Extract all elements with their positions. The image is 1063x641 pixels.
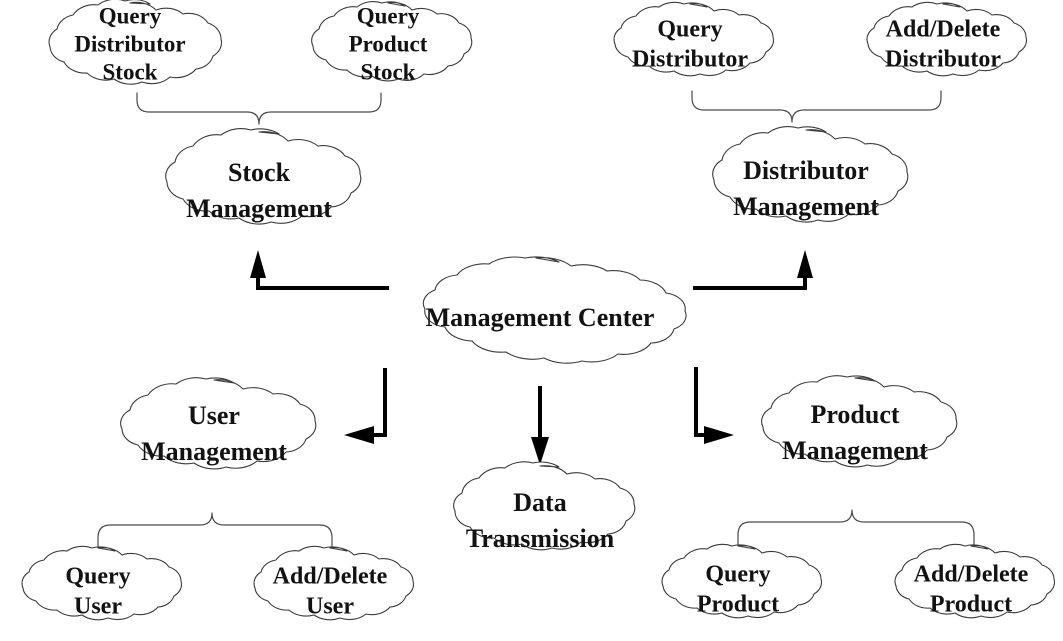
node-user-management[interactable]: User Management xyxy=(120,377,317,470)
brace-distributor-children xyxy=(691,90,942,123)
node-query-distributor[interactable]: Query Distributor xyxy=(613,1,775,77)
arrow-center-to-stock xyxy=(250,250,389,290)
node-label: Stock xyxy=(228,158,291,187)
node-label: Product xyxy=(349,31,428,56)
node-label: Management xyxy=(141,437,287,466)
node-label: Stock xyxy=(103,59,158,84)
arrow-center-to-user xyxy=(344,368,387,444)
node-data-transmission[interactable]: Data Transmission xyxy=(453,461,636,553)
node-product-management[interactable]: Product Management xyxy=(761,375,958,468)
node-label: User xyxy=(188,401,240,430)
arrow-center-to-distributor xyxy=(693,250,813,290)
node-label: Management xyxy=(733,192,879,221)
node-label: Product xyxy=(697,592,779,618)
node-query-user[interactable]: Query User xyxy=(21,545,183,621)
node-label: Query xyxy=(99,3,162,28)
node-label: Transmission xyxy=(466,524,615,553)
node-label: Management xyxy=(186,194,332,223)
arrow-center-to-data xyxy=(531,386,549,465)
node-label: Stock xyxy=(361,59,416,84)
node-query-distributor-stock[interactable]: Query Distributor Stock xyxy=(48,0,223,85)
node-label: Product xyxy=(930,592,1012,618)
node-label: Management xyxy=(782,436,928,465)
node-label: Query xyxy=(657,17,722,43)
node-management-center[interactable]: Management Center xyxy=(422,256,687,364)
node-label: Distributor xyxy=(885,47,1001,73)
arrow-center-to-product xyxy=(694,367,734,444)
node-label: Distributor xyxy=(743,156,869,185)
node-query-product[interactable]: Query Product xyxy=(661,543,823,619)
brace-product-children xyxy=(737,509,975,546)
node-label: Query xyxy=(65,564,130,590)
node-label: Management Center xyxy=(426,303,655,332)
node-add-delete-user[interactable]: Add/Delete User xyxy=(253,545,415,621)
node-label: Add/Delete xyxy=(886,17,1001,43)
node-label: Add/Delete xyxy=(273,564,388,590)
brace-stock-children xyxy=(136,92,382,125)
node-query-product-stock[interactable]: Query Product Stock xyxy=(311,1,473,85)
node-distributor-management[interactable]: Distributor Management xyxy=(712,126,909,223)
node-add-delete-distributor[interactable]: Add/Delete Distributor xyxy=(866,1,1028,77)
node-label: Add/Delete xyxy=(914,562,1029,588)
node-label: Distributor xyxy=(74,31,185,56)
node-label: Product xyxy=(810,400,899,429)
node-add-delete-product[interactable]: Add/Delete Product xyxy=(894,543,1056,619)
node-label: Query xyxy=(357,3,420,28)
node-label: Data xyxy=(513,488,566,517)
node-label: User xyxy=(74,594,122,620)
node-label: Query xyxy=(705,562,770,588)
brace-user-children xyxy=(97,512,333,548)
node-stock-management[interactable]: Stock Management xyxy=(165,128,362,225)
node-label: Distributor xyxy=(632,47,748,73)
node-label: User xyxy=(306,594,354,620)
